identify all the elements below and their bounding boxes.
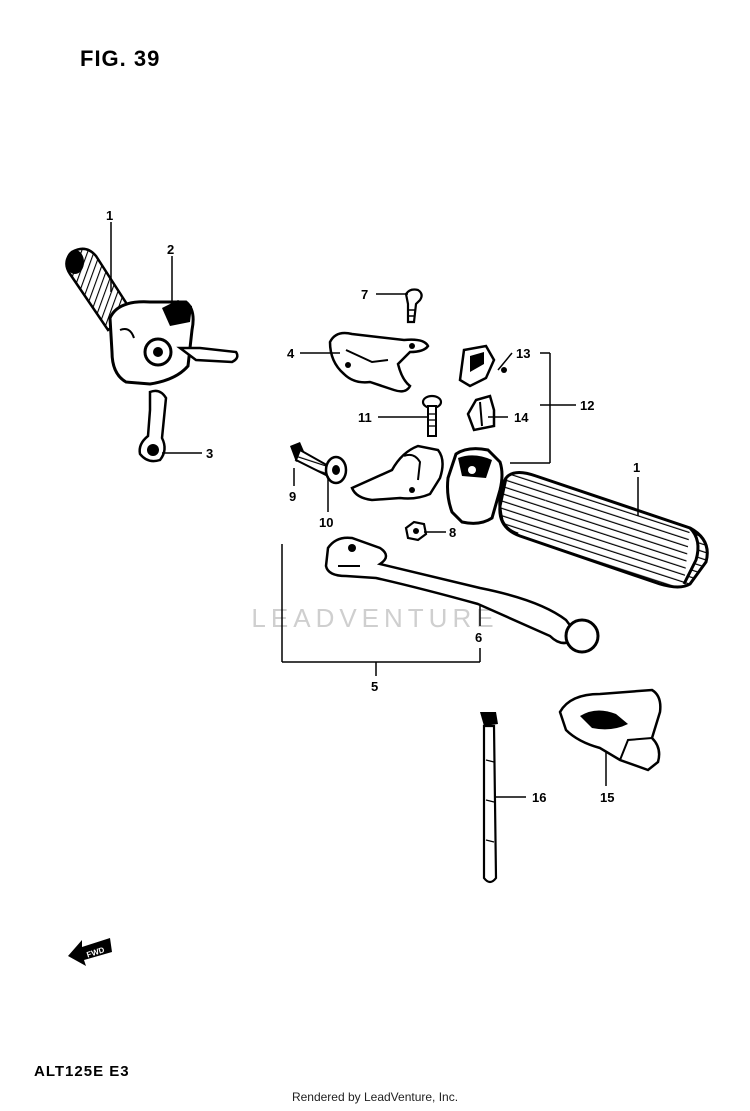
callout-12: 12 xyxy=(580,398,594,413)
lever-cover-part xyxy=(558,688,662,772)
callout-6: 6 xyxy=(475,630,482,645)
bolt-7-part xyxy=(404,288,423,324)
callout-labels: 1 2 3 4 5 6 7 8 9 10 11 12 13 14 15 16 1 xyxy=(106,208,640,805)
figure-title: FIG. 39 xyxy=(80,46,161,71)
forward-arrow-icon: FWD xyxy=(68,938,112,966)
callout-2: 2 xyxy=(167,242,174,257)
callout-1: 1 xyxy=(106,208,113,223)
screw-11-part xyxy=(421,394,443,437)
lever-holder-lower-part xyxy=(350,444,444,502)
nut-8-part xyxy=(404,520,428,542)
callout-9: 9 xyxy=(289,489,296,504)
callout-5: 5 xyxy=(371,679,378,694)
leader-lines xyxy=(110,222,639,798)
callout-13: 13 xyxy=(516,346,530,361)
watermark: LEADVENTURE xyxy=(251,603,499,633)
callout-1-right: 1 xyxy=(633,460,640,475)
callout-4: 4 xyxy=(287,346,295,361)
callout-10: 10 xyxy=(319,515,333,530)
washer-10-part xyxy=(324,455,348,485)
right-grip-part xyxy=(498,471,709,589)
switch-part-13 xyxy=(458,344,507,388)
callout-3: 3 xyxy=(206,446,213,461)
callout-14: 14 xyxy=(514,410,529,425)
callout-11: 11 xyxy=(358,410,372,425)
lever-holder-upper-part xyxy=(328,331,430,393)
callout-8: 8 xyxy=(449,525,456,540)
throttle-lever-part xyxy=(138,389,168,463)
cable-tie-part xyxy=(480,712,498,884)
model-code: ALT125E E3 xyxy=(34,1063,130,1080)
footer-credit: Rendered by LeadVenture, Inc. xyxy=(291,1090,459,1104)
callout-15: 15 xyxy=(600,790,614,805)
switch-part-14 xyxy=(466,394,496,432)
switch-housing-part xyxy=(446,447,504,525)
callout-7: 7 xyxy=(361,287,368,302)
throttle-housing-part xyxy=(108,300,239,386)
brake-lever-part xyxy=(324,536,600,654)
callout-16: 16 xyxy=(532,790,546,805)
